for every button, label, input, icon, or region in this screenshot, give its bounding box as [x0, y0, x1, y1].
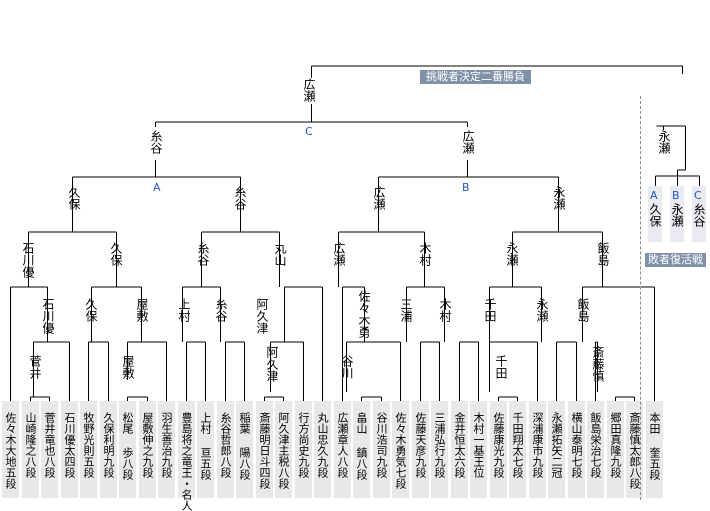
player-cell: 斎藤明日斗四段 — [256, 401, 273, 498]
inner-winner-6: 上村 — [177, 298, 191, 322]
repechage-name-b: 永瀬 — [670, 203, 684, 227]
repechage-label-c: C — [694, 189, 702, 202]
bracket-lines — [10, 65, 700, 401]
quarter-b-right: 永瀬 — [552, 186, 566, 210]
repechage-name-a: 久保 — [648, 203, 662, 227]
quarter-label-b: B — [462, 181, 470, 194]
repechage-banner: 敗者復活戦 — [645, 253, 706, 267]
quarter-a-left: 久保 — [67, 186, 81, 210]
inner-winner-17: 飯島 — [576, 298, 590, 322]
repechage-label-b: B — [672, 189, 680, 202]
inner-winner-18: 斎藤慎 — [591, 346, 605, 382]
player-cell: 飯島栄治七段 — [587, 401, 604, 498]
player-cell: 山崎隆之八段 — [22, 401, 39, 498]
inner-winner-1: 石川優 — [41, 298, 55, 334]
round-winner-2: 久保 — [109, 242, 123, 266]
round-winner-6: 木村 — [418, 242, 432, 266]
quarter-a-right: 糸谷 — [233, 186, 247, 210]
repechage-entry-a: A 久保 — [648, 186, 662, 242]
player-cell: 菅井竜也八段 — [41, 401, 58, 498]
inner-winner-14: 千田 — [483, 298, 497, 322]
player-cell: 佐藤天彦九段 — [412, 401, 429, 498]
player-cell: 広瀬章人八段 — [334, 401, 351, 498]
repechage-entry-b: B 永瀬 — [670, 186, 684, 242]
player-cell: 行方尚史九段 — [295, 401, 312, 498]
player-cell: 上村 亘五段 — [197, 401, 214, 498]
player-cell: 糸谷哲郎八段 — [217, 401, 234, 498]
inner-winner-12: 三浦 — [399, 298, 413, 322]
player-cell: 金井恒太六段 — [451, 401, 468, 498]
player-cell: 斎藤慎太郎八段 — [626, 401, 643, 498]
player-cell: 羽生善治九段 — [158, 401, 175, 498]
round-winner-3: 糸谷 — [196, 242, 210, 266]
semi-label-c: C — [305, 125, 313, 138]
semi-right-winner: 広瀬 — [461, 130, 475, 154]
quarter-label-a: A — [153, 181, 161, 194]
inner-winner-2: 菅井 — [28, 355, 42, 379]
inner-winner-9: 阿久津 — [265, 346, 279, 382]
player-cell: 谷川浩司九段 — [373, 401, 390, 498]
inner-winner-3: 久保 — [84, 298, 98, 322]
player-cell: 木村一基王位 — [470, 401, 487, 498]
inner-winner-5: 屋敷 — [121, 355, 135, 379]
repechage-winner: 永瀬 — [657, 130, 671, 154]
inner-winner-10: 佐々木勇 — [357, 290, 371, 338]
round-winner-4: 丸山 — [273, 242, 287, 266]
player-cell: 永瀬拓矢二冠 — [548, 401, 565, 498]
player-cell: 丸山忠久九段 — [314, 401, 331, 498]
inner-winner-16: 永瀬 — [535, 298, 549, 322]
repechage-entry-c: C 糸谷 — [692, 186, 706, 242]
round-winner-7: 永瀬 — [505, 242, 519, 266]
inner-winner-8: 阿久津 — [255, 298, 269, 334]
challenger-final-banner: 挑戦者決定二番勝負 — [420, 70, 531, 84]
final-winner: 広瀬 — [302, 78, 316, 102]
player-cell: 佐藤康光九段 — [490, 401, 507, 498]
inner-winner-13: 木村 — [438, 298, 452, 322]
player-cell: 石川優太四段 — [61, 401, 78, 498]
player-cell: 畠山 鎮八段 — [353, 401, 370, 498]
inner-winner-11: 谷川 — [340, 355, 354, 379]
repechage-name-c: 糸谷 — [692, 203, 706, 227]
inner-winner-15: 千田 — [494, 355, 508, 379]
player-cell: 佐々木大地五段 — [2, 401, 19, 498]
round-winner-8: 飯島 — [596, 242, 610, 266]
player-cell: 深浦康市九段 — [529, 401, 546, 498]
player-cell: 千田翔太七段 — [509, 401, 526, 498]
player-cell: 郷田真隆九段 — [607, 401, 624, 498]
player-cell: 久保利明九段 — [100, 401, 117, 498]
round-winner-1: 石川優 — [21, 242, 35, 278]
player-cell: 稲葉 陽八段 — [236, 401, 253, 498]
player-cell: 松尾 歩八段 — [119, 401, 136, 498]
player-cell: 三浦弘行九段 — [431, 401, 448, 498]
player-cell: 屋敷伸之九段 — [139, 401, 156, 498]
repechage-label-a: A — [650, 189, 658, 202]
player-cell: 阿久津主税八段 — [275, 401, 292, 498]
player-cell: 本田 奎五段 — [646, 401, 663, 498]
section-divider — [640, 96, 641, 500]
player-cell: 佐々木勇気七段 — [392, 401, 409, 498]
inner-winner-4: 屋敷 — [135, 298, 149, 322]
semi-left-winner: 糸谷 — [149, 130, 163, 154]
inner-winner-7: 糸谷 — [214, 298, 228, 322]
round-winner-5: 広瀬 — [332, 242, 346, 266]
quarter-b-left: 広瀬 — [372, 186, 386, 210]
player-cell: 横山泰明七段 — [568, 401, 585, 498]
player-cell: 豊島将之竜王・名人 — [178, 401, 195, 511]
player-cell: 牧野光則五段 — [80, 401, 97, 498]
